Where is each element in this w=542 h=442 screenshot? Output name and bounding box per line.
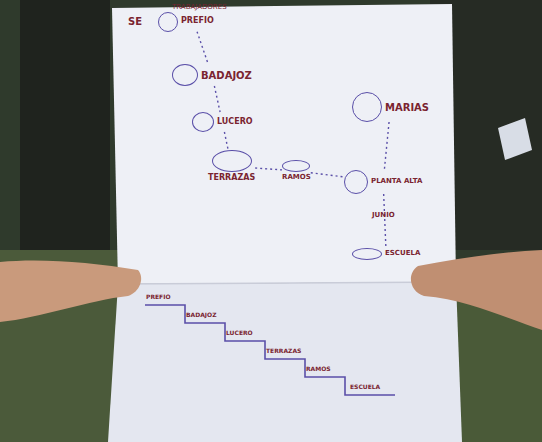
place-circle: TERRAZAS: [208, 150, 255, 183]
node-row: BADAJOZ: [172, 64, 252, 86]
step-label: BADAJOZ: [186, 312, 217, 319]
node-row: ESCUELA: [352, 248, 420, 260]
place-name: LUCERO: [217, 118, 253, 127]
circle-outline: [212, 150, 252, 172]
node-row: MARIAS: [352, 92, 429, 122]
dotted-route: [255, 168, 282, 170]
dotted-route: [214, 86, 220, 112]
step-label: PREFIO: [146, 294, 171, 301]
place-circle: LUCERO: [192, 112, 253, 132]
right-hand: [411, 250, 542, 330]
paper-upper: [112, 4, 456, 284]
dotted-route: [224, 132, 228, 150]
place-name: PREFIO: [181, 17, 214, 26]
place-name: BADAJOZ: [201, 70, 252, 81]
dark-clothing: [20, 0, 110, 250]
left-hand: [0, 260, 141, 322]
place-circle: TRABAJADORES PREFIO: [158, 4, 227, 32]
place-circle: RAMOS: [282, 160, 311, 182]
place-name: TERRAZAS: [208, 174, 255, 183]
place-name: PLANTA ALTA: [371, 178, 422, 186]
circle-outline: [192, 112, 214, 132]
map-note: SE: [128, 16, 142, 27]
node-row: PREFIO: [158, 12, 227, 32]
place-name: MARIAS: [385, 102, 429, 113]
staircase-line: [145, 305, 395, 395]
step-label: RAMOS: [306, 366, 331, 373]
circle-outline: [352, 248, 382, 260]
paper-fold: [118, 282, 456, 284]
node-row: PLANTA ALTA: [344, 170, 422, 194]
node-row: RAMOS: [282, 160, 311, 182]
circle-outline: [282, 160, 310, 172]
node-row: LUCERO: [192, 112, 253, 132]
circle-outline: [352, 92, 382, 122]
place-name: RAMOS: [282, 174, 311, 182]
place-circle: ESCUELA: [352, 248, 420, 260]
dotted-route: [197, 32, 208, 64]
paper-in-background: [498, 118, 532, 160]
map-note: JUNIO: [372, 212, 395, 220]
step-label: TERRAZAS: [266, 348, 301, 355]
node-note: TRABAJADORES: [172, 4, 227, 12]
step-label: ESCUELA: [350, 384, 380, 391]
dotted-route: [384, 194, 386, 248]
circle-outline: [172, 64, 198, 86]
circle-outline: [158, 12, 178, 32]
node-row: TERRAZAS: [208, 150, 255, 183]
paper-lower: [108, 282, 462, 442]
place-circle: MARIAS: [352, 92, 429, 122]
dotted-route: [311, 173, 344, 177]
step-label: LUCERO: [226, 330, 253, 337]
place-circle: BADAJOZ: [172, 64, 252, 86]
place-name: ESCUELA: [385, 250, 420, 258]
place-circle: PLANTA ALTA: [344, 170, 422, 194]
circle-outline: [344, 170, 368, 194]
dotted-route: [384, 122, 389, 170]
